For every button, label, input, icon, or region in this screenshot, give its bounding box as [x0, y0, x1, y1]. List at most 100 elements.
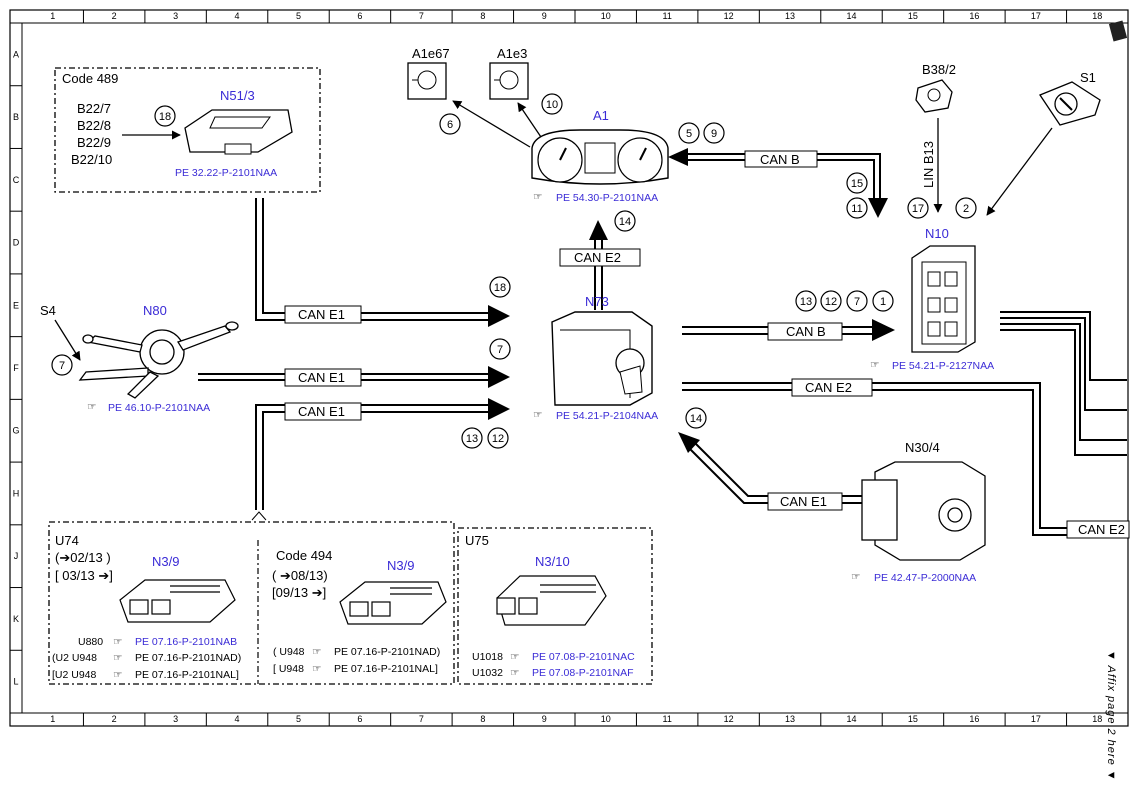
callout-number: 12: [825, 296, 837, 308]
u74-label: U74: [55, 533, 79, 548]
callout-number: 9: [711, 128, 717, 140]
grid-column-label: 7: [419, 714, 424, 724]
n30-4-label: N30/4: [905, 440, 940, 455]
callout-c9: 9: [703, 122, 725, 144]
u75-ref-2[interactable]: PE 07.08-P-2101NAF: [532, 667, 634, 679]
callout-c6: 6: [439, 113, 461, 135]
grid-column-label: 4: [235, 11, 240, 21]
u75-code-2: U1032: [472, 667, 503, 679]
corner-icon: [1108, 20, 1128, 42]
code489-label: Code 489: [62, 71, 118, 86]
grid-row-label: G: [12, 426, 19, 436]
grid-row-label: J: [14, 551, 19, 561]
grid-row-label: L: [13, 677, 18, 687]
code494-to-label: [09/13 ➔]: [272, 585, 326, 600]
can-e1-low-bus: [255, 404, 490, 510]
grid-row-label: F: [13, 363, 19, 373]
n80-label: N80: [143, 303, 167, 318]
grid-column-label: 18: [1092, 714, 1102, 724]
engine-ecu-icon: [339, 581, 447, 625]
n80-ref[interactable]: PE 46.10-P-2101NAA: [108, 402, 210, 414]
u74-ref-2[interactable]: PE 07.16-P-2101NAD): [135, 652, 241, 664]
grid-column-label: 15: [908, 714, 918, 724]
callout-c14-up: 14: [614, 210, 636, 232]
n30-4-ref[interactable]: PE 42.47-P-2000NAA: [874, 572, 976, 584]
ignition-switch-icon: [1039, 81, 1101, 126]
book-icon: ☞: [851, 571, 860, 583]
book-icon: ☞: [533, 191, 542, 203]
can-e2-far-label: CAN E2: [1078, 522, 1125, 537]
b22-9-label: B22/9: [77, 135, 111, 150]
indicator-lamp-icon: [407, 62, 447, 100]
b22-8-label: B22/8: [77, 118, 111, 133]
grid-column-label: 16: [969, 714, 979, 724]
book-icon: ☞: [113, 636, 122, 648]
u74-ref-1[interactable]: PE 07.16-P-2101NAB: [135, 636, 237, 648]
n3-9-a-label: N3/9: [152, 554, 179, 569]
c494-ref-1[interactable]: PE 07.16-P-2101NAD): [334, 646, 440, 658]
c494-ref-2[interactable]: PE 07.16-P-2101NAL]: [334, 663, 438, 675]
n51-3-ref[interactable]: PE 32.22-P-2101NAA: [175, 167, 277, 179]
u75-label: U75: [465, 533, 489, 548]
u74-code-2: (U2 U948: [52, 652, 97, 664]
u74-code-1: U880: [78, 636, 103, 648]
callout-c1-r: 1: [872, 290, 894, 312]
grid-column-label: 2: [112, 714, 117, 724]
u75-ref-1[interactable]: PE 07.08-P-2101NAC: [532, 651, 635, 663]
affix-page-note: ▼ Affix page 2 here ▼: [1105, 650, 1117, 782]
grid-column-label: 17: [1031, 714, 1041, 724]
callout-number: 13: [800, 296, 812, 308]
book-icon: ☞: [510, 667, 519, 679]
grid-column-label: 10: [601, 714, 611, 724]
engine-ecu-icon: [119, 579, 236, 623]
grid-column-label: 16: [969, 11, 979, 21]
callout-c13-g: 13: [461, 427, 483, 449]
u74-ref-3[interactable]: PE 07.16-P-2101NAL]: [135, 669, 239, 681]
c494-code-1: ( U948: [273, 646, 305, 658]
grid-column-label: 6: [357, 714, 362, 724]
esp-module-icon: [861, 461, 986, 561]
n10-label: N10: [925, 226, 949, 241]
grid-row-label: B: [13, 112, 19, 122]
grid-column-label: 14: [846, 11, 856, 21]
n10-ref[interactable]: PE 54.21-P-2127NAA: [892, 360, 994, 372]
c494-code-2: [ U948: [273, 663, 304, 675]
n3-10-label: N3/10: [535, 554, 570, 569]
book-icon: ☞: [113, 669, 122, 681]
code489-group-box: [54, 67, 321, 193]
code494-from-label: ( ➔08/13): [272, 568, 328, 583]
n51-3-label: N51/3: [220, 88, 255, 103]
callout-c18-n51: 18: [154, 105, 176, 127]
control-unit-icon: [184, 109, 293, 155]
grid-column-label: 4: [235, 714, 240, 724]
grid-row-label: A: [13, 49, 19, 59]
book-icon: ☞: [312, 663, 321, 675]
callout-number: 18: [494, 282, 506, 294]
callout-c10: 10: [541, 93, 563, 115]
a1-ref[interactable]: PE 54.30-P-2101NAA: [556, 192, 658, 204]
callout-number: 11: [851, 203, 862, 215]
grid-column-label: 17: [1031, 11, 1041, 21]
grid-column-label: 1: [50, 714, 55, 724]
callout-number: 6: [447, 119, 453, 131]
grid-column-label: 7: [419, 11, 424, 21]
grid-labels: 1122334455667788991010111112121313141415…: [12, 11, 1102, 724]
grid-column-label: 9: [542, 11, 547, 21]
u74-from-label: (➔02/13 ): [55, 550, 111, 565]
callout-c13-r: 13: [795, 290, 817, 312]
grid-row-label: K: [13, 614, 19, 624]
callout-c14-n30: 14: [685, 407, 707, 429]
book-icon: ☞: [870, 359, 879, 371]
callout-number: 5: [686, 128, 692, 140]
grid-column-label: 2: [112, 11, 117, 21]
grid-column-label: 15: [908, 11, 918, 21]
u74-code494-group-box: [48, 521, 455, 685]
callout-number: 7: [497, 344, 503, 356]
u75-group-box: [457, 527, 653, 685]
wire-bundle: [1000, 311, 1127, 456]
n73-ref[interactable]: PE 54.21-P-2104NAA: [556, 410, 658, 422]
callout-c12-r: 12: [820, 290, 842, 312]
sensor-icon: [915, 79, 953, 113]
grid-column-label: 12: [724, 714, 734, 724]
